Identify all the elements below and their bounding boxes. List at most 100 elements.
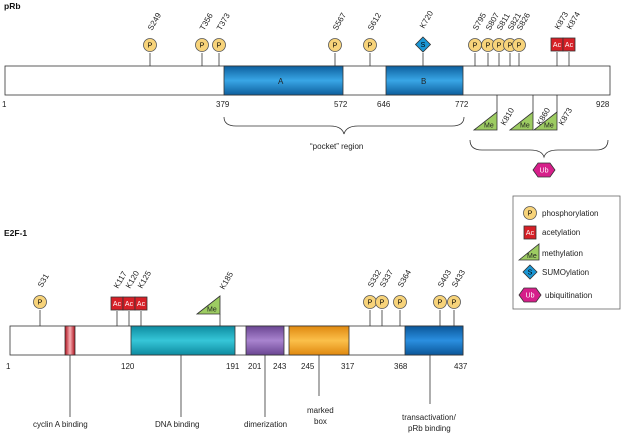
svg-text:Ac: Ac (125, 301, 134, 308)
phospho-site-s795: P S795 (468, 11, 488, 66)
svg-text:P: P (508, 43, 513, 50)
sumo-site-k720: S K720 (414, 9, 435, 66)
svg-text:Ac: Ac (565, 42, 574, 49)
legend-item-ubiquitination: Ub ubiquitination (518, 287, 592, 303)
prb-title: pRb (4, 1, 21, 11)
svg-text:P: P (333, 43, 338, 50)
e2f1-pos-1: 1 (6, 362, 11, 371)
legend-item-methylation: Me methylation (517, 243, 583, 261)
sumo-icon (522, 264, 538, 280)
site-label-s364: S364 (396, 268, 413, 289)
phospho-site-s612: P S612 (363, 11, 383, 66)
prb-domain-b-label: B (421, 77, 426, 86)
site-label-k810: K810 (499, 106, 516, 127)
site-label-k185: K185 (218, 270, 235, 291)
phospho-site-s567: P S567 (328, 11, 348, 66)
e2f1-dimerization-domain (245, 325, 285, 356)
e2f1-cyclin-a-domain (64, 325, 76, 356)
phospho-icon (512, 38, 526, 52)
ub-site: Ub (532, 162, 556, 178)
svg-text:methylation: methylation (542, 249, 583, 258)
svg-text:P: P (497, 43, 502, 50)
phospho-icon (195, 38, 209, 52)
e2f1-marked-box-domain (288, 325, 350, 356)
svg-text:P: P (486, 43, 491, 50)
phospho-icon (433, 295, 447, 309)
methyl-site-k185: Me K185 (195, 270, 235, 326)
prb-domain-a (223, 65, 344, 96)
phospho-icon (523, 206, 537, 220)
phospho-icon (393, 295, 407, 309)
prb-domain-a-label: A (278, 77, 284, 86)
e2f1-transactivation-domain (404, 325, 464, 356)
phospho-site-s364: P S364 (393, 268, 413, 326)
svg-text:S: S (528, 270, 533, 277)
phospho-site-s31: P S31 (33, 272, 51, 326)
site-label-k873-me: K873 (557, 106, 574, 127)
svg-text:Ac: Ac (137, 301, 146, 308)
phospho-site-t356: P T356 (195, 11, 215, 66)
site-label-t373: T373 (215, 11, 232, 32)
e2f1-acetyl-sites: Ac K117 Ac K120 Ac K125 (110, 269, 153, 326)
svg-text:S: S (421, 42, 426, 49)
phospho-icon (33, 295, 47, 309)
prb-methyl-sites: Me K810 Me K860 Me K873 (472, 95, 574, 131)
e2f1-pos-368: 368 (394, 362, 408, 371)
site-label-k125: K125 (136, 269, 153, 290)
phospho-icon (328, 38, 342, 52)
prb-pos-646: 646 (377, 100, 391, 109)
e2f1-pos-243: 243 (273, 362, 287, 371)
site-label-s249: S249 (146, 11, 163, 32)
e2f1-pos-201: 201 (248, 362, 262, 371)
site-label-s337: S337 (378, 268, 395, 289)
phospho-icon (363, 38, 377, 52)
site-label-t356: T356 (198, 11, 215, 32)
phospho-site-t373: P T373 (212, 11, 232, 66)
svg-text:P: P (473, 43, 478, 50)
legend-item-sumoylation: S SUMOylation (522, 264, 589, 280)
methyl-icon (508, 111, 534, 131)
acetyl-icon (562, 37, 576, 52)
prb-pos-928: 928 (596, 100, 610, 109)
svg-text:P: P (380, 300, 385, 307)
region-label-dna-binding: DNA binding (155, 420, 199, 429)
svg-text:P: P (368, 300, 373, 307)
svg-text:P: P (438, 300, 443, 307)
region-label-dimerization: dimerization (244, 420, 287, 429)
svg-text:P: P (398, 300, 403, 307)
svg-text:Ub: Ub (540, 168, 549, 175)
methyl-icon (195, 295, 221, 315)
prb-pos-379: 379 (216, 100, 230, 109)
svg-text:Me: Me (520, 123, 530, 130)
region-label-transactivation: transactivation/ (402, 413, 457, 422)
acetyl-icon (134, 296, 148, 311)
acetyl-icon (523, 225, 537, 240)
e2f1-backbone (9, 325, 464, 356)
e2f1-pos-317: 317 (341, 362, 355, 371)
e2f1-pos-437: 437 (454, 362, 468, 371)
svg-text:SUMOylation: SUMOylation (542, 268, 589, 277)
svg-text:phosphorylation: phosphorylation (542, 209, 598, 218)
prb-section: pRb A B 1 379 572 646 772 928 “pocket” r… (2, 1, 611, 178)
svg-text:P: P (217, 43, 222, 50)
svg-text:P: P (452, 300, 457, 307)
phospho-icon (212, 38, 226, 52)
legend-item-phosphorylation: P phosphorylation (523, 206, 598, 220)
e2f1-section: E2F-1 1 120 191 201 243 245 317 368 437 … (4, 228, 468, 433)
e2f1-title: E2F-1 (4, 228, 27, 238)
site-label-s433: S433 (450, 268, 467, 289)
svg-text:P: P (528, 211, 533, 218)
svg-text:Me: Me (544, 123, 554, 130)
site-label-s612: S612 (366, 11, 383, 32)
methyl-icon (472, 111, 498, 131)
prb-pos-572: 572 (334, 100, 348, 109)
prb-phospho-sites: P S249 P T356 P T373 P S567 (143, 11, 532, 66)
ub-bracket (469, 139, 609, 159)
region-label-box: box (314, 417, 327, 426)
svg-text:Me: Me (527, 253, 537, 260)
ubiquitin-icon (518, 287, 542, 303)
site-label-s567: S567 (331, 11, 348, 32)
pocket-bracket (223, 116, 465, 135)
site-label-s31: S31 (36, 272, 51, 289)
